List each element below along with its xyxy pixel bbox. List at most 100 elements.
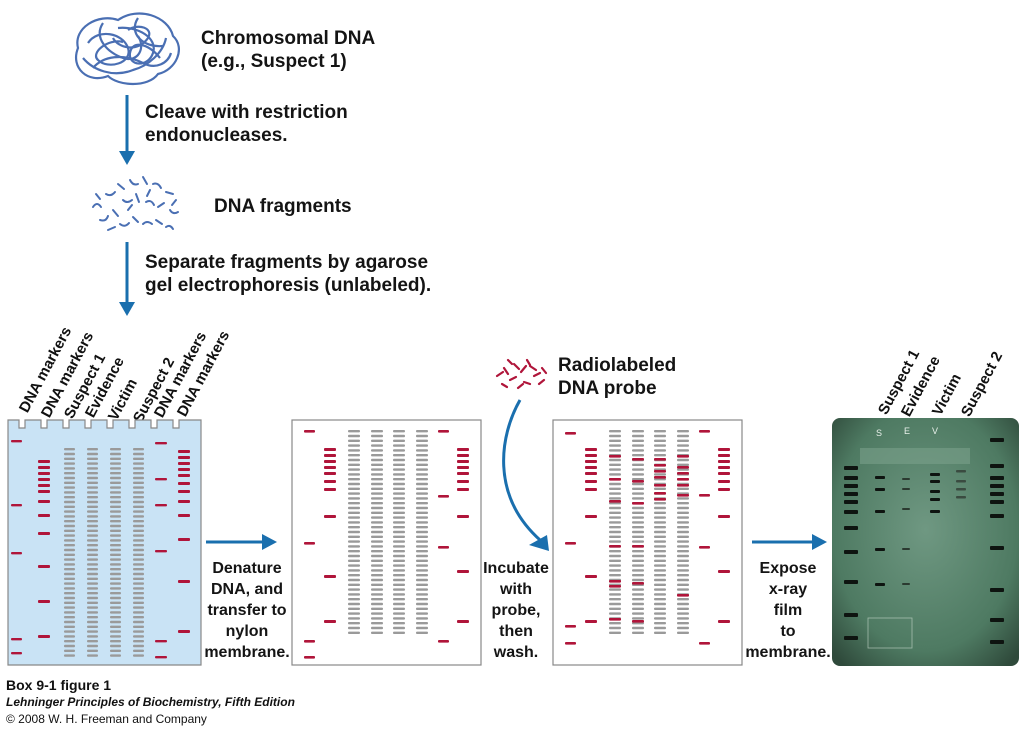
gray-band: [416, 511, 428, 514]
gray-band: [87, 481, 98, 484]
gray-band: [632, 521, 644, 524]
marker-band: [178, 468, 190, 471]
probe-band: [632, 458, 644, 461]
gray-band: [654, 444, 666, 447]
gray-band: [632, 473, 644, 476]
gray-band: [133, 654, 144, 657]
gray-band: [393, 434, 405, 438]
gray-band: [416, 545, 428, 548]
gray-band: [110, 486, 121, 489]
gray-band: [348, 497, 360, 500]
gray-band: [654, 578, 666, 582]
marker-band: [324, 620, 336, 623]
marker-band: [178, 630, 190, 633]
gray-band: [416, 530, 428, 534]
gray-band: [654, 454, 666, 457]
film-band: [990, 588, 1004, 592]
film-band: [930, 480, 940, 483]
gray-band: [632, 550, 644, 553]
gray-band: [654, 559, 666, 562]
marker-band: [565, 625, 576, 628]
gray-band: [609, 482, 621, 486]
film-band: [875, 476, 885, 479]
gray-band: [371, 449, 383, 452]
gray-band: [416, 607, 428, 610]
gray-band: [393, 622, 405, 625]
gray-band: [416, 540, 428, 543]
film-band: [875, 583, 885, 586]
gray-band: [677, 554, 689, 558]
gray-band: [348, 574, 360, 577]
marker-band: [11, 440, 22, 443]
gray-band: [110, 462, 121, 465]
marker-band: [178, 482, 190, 485]
gray-band: [64, 625, 75, 628]
gray-band: [393, 506, 405, 510]
gray-band: [133, 596, 144, 600]
gray-band: [133, 568, 144, 571]
probe-band: [609, 478, 621, 481]
gray-band: [348, 569, 360, 572]
gray-band: [393, 444, 405, 447]
gray-band: [371, 612, 383, 615]
gray-band: [133, 630, 144, 633]
gray-band: [133, 611, 144, 614]
gray-band: [371, 516, 383, 519]
gray-band: [87, 606, 98, 609]
gray-band: [632, 511, 644, 514]
gray-band: [64, 630, 75, 633]
gray-band: [110, 630, 121, 633]
film-band: [990, 438, 1004, 442]
gray-band: [371, 511, 383, 514]
gray-band: [64, 520, 75, 523]
dna-fragments-label: DNA fragments: [214, 196, 352, 217]
gray-band: [632, 463, 644, 466]
marker-band: [585, 575, 597, 578]
gray-band: [87, 467, 98, 470]
gray-band: [416, 454, 428, 457]
gray-band: [609, 458, 621, 462]
gray-band: [64, 558, 75, 561]
gray-band: [677, 540, 689, 543]
gray-band: [677, 430, 689, 433]
gray-band: [416, 550, 428, 553]
gray-band: [64, 462, 75, 465]
film-band: [990, 492, 1004, 496]
gray-band: [393, 530, 405, 534]
film-band: [844, 580, 858, 584]
gray-band: [416, 463, 428, 466]
gray-band: [609, 559, 621, 562]
gray-band: [416, 430, 428, 433]
film-band: [930, 473, 940, 476]
gray-band: [348, 444, 360, 447]
marker-band: [11, 552, 22, 555]
gray-band: [416, 612, 428, 615]
marker-band: [324, 460, 336, 463]
gray-band: [371, 526, 383, 529]
dna-fragments-icon: [92, 176, 179, 231]
gray-band: [87, 448, 98, 451]
film-band: [844, 466, 858, 470]
marker-band: [11, 652, 22, 655]
gray-band: [110, 472, 121, 475]
gray-band: [393, 554, 405, 558]
gray-band: [677, 578, 689, 582]
film-band: [990, 464, 1004, 468]
marker-band: [585, 472, 597, 475]
gray-band: [87, 620, 98, 624]
gray-band: [416, 478, 428, 481]
gray-band: [632, 574, 644, 577]
gray-band: [393, 588, 405, 591]
gray-band: [110, 558, 121, 561]
marker-band: [718, 480, 730, 483]
gray-band: [677, 550, 689, 553]
gray-band: [393, 439, 405, 442]
marker-band: [178, 474, 190, 477]
marker-band: [457, 488, 469, 491]
gray-band: [416, 626, 428, 630]
marker-band: [324, 454, 336, 457]
expose-caption-4: to: [780, 623, 796, 640]
gray-band: [609, 434, 621, 438]
marker-band: [38, 460, 50, 463]
gray-band: [393, 540, 405, 543]
